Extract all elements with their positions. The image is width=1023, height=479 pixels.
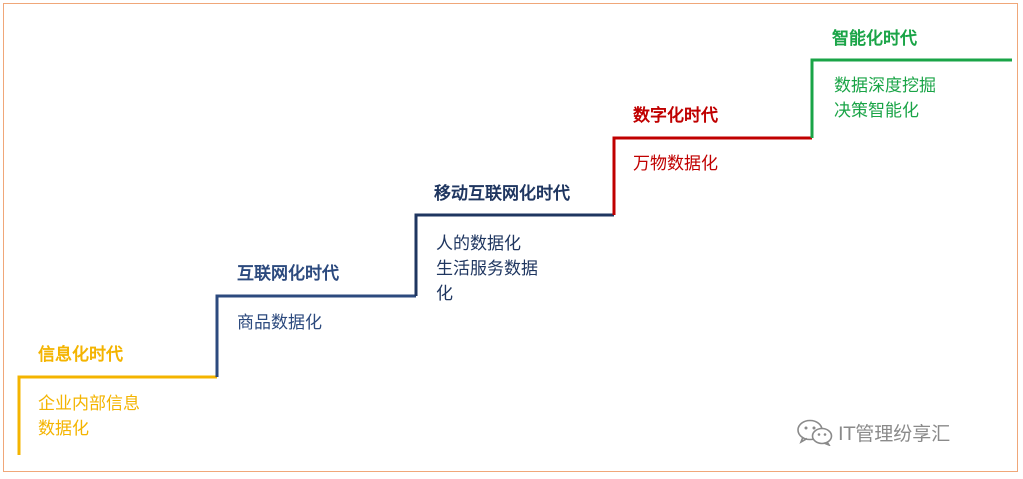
step-line-4 xyxy=(612,136,812,215)
watermark-text: IT管理纷享汇 xyxy=(838,422,951,445)
watermark: IT管理纷享汇 xyxy=(796,418,950,446)
era-desc-3: 人的数据化 生活服务数据 化 xyxy=(436,234,538,304)
wechat-icon xyxy=(797,419,833,446)
step-line-1 xyxy=(17,375,217,455)
diagram-frame xyxy=(3,3,1018,472)
era-desc-4: 万物数据化 xyxy=(633,154,718,174)
era-desc-2: 商品数据化 xyxy=(237,313,322,333)
era-title-3: 移动互联网化时代 xyxy=(434,184,570,204)
step-line-5 xyxy=(810,58,1012,138)
era-desc-1: 企业内部信息 数据化 xyxy=(38,394,140,439)
era-title-1: 信息化时代 xyxy=(38,345,123,365)
era-title-4: 数字化时代 xyxy=(633,106,718,126)
era-title-2: 互联网化时代 xyxy=(237,264,339,284)
step-line-2 xyxy=(215,294,416,377)
step-line-3 xyxy=(414,213,614,296)
era-title-5: 智能化时代 xyxy=(832,29,917,49)
era-desc-5: 数据深度挖掘 决策智能化 xyxy=(834,76,936,121)
